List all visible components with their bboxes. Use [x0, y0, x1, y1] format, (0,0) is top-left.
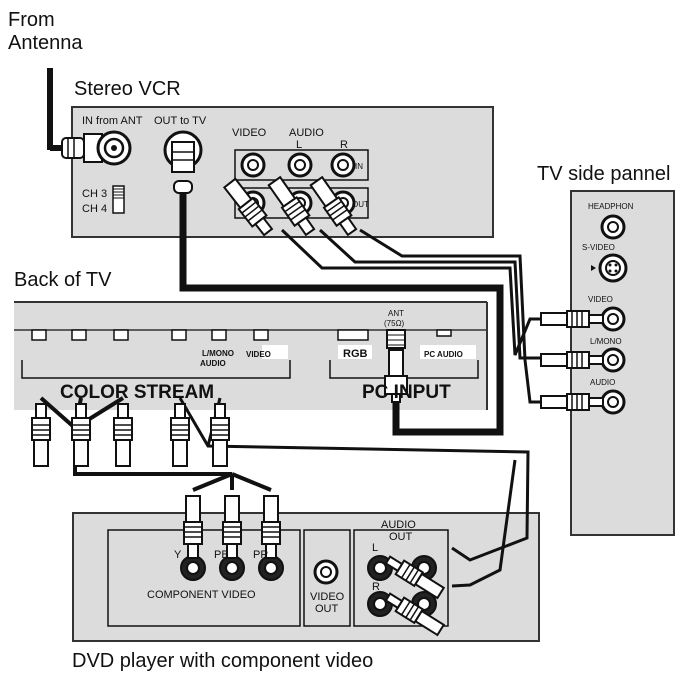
tv-audio-label: AUDIO [200, 359, 226, 368]
tv-rgb-label: RGB [343, 348, 368, 360]
vcr-in-from-ant-label: IN from ANT [82, 115, 143, 127]
tv-component-pb-plug [71, 403, 91, 467]
back-of-tv-title: Back of TV [14, 269, 112, 291]
coax-cable [179, 193, 504, 436]
tv-component-y-plug [31, 403, 51, 467]
tv-ant-label: ANT [388, 309, 404, 318]
antenna-plug [61, 137, 85, 159]
tv-audio-l-plug [170, 403, 190, 467]
from-antenna-label-2: Antenna [8, 32, 83, 54]
vcr-video-in-jack [240, 152, 266, 178]
dvd-audio-label: AUDIO [381, 519, 416, 531]
tv-rgb-port [337, 329, 369, 341]
dvd-y-jack [180, 555, 206, 581]
vcr-r-label: R [340, 139, 348, 151]
dvd-title: DVD player with component video [72, 650, 373, 672]
dvd-y-label: Y [174, 549, 182, 561]
vcr-out-label: OUT [352, 200, 369, 209]
dvd-pr-label: PR [253, 549, 268, 561]
tv-side-title: TV side pannel [537, 163, 670, 185]
dvd-out-label: OUT [315, 603, 339, 615]
tv-ant-jack [384, 329, 408, 403]
dvd-r-label: R [372, 581, 380, 593]
tv-ant-ohm-label: (75Ω) [384, 319, 405, 328]
vcr-ch3-label: CH 3 [82, 188, 107, 200]
vcr-in-from-ant-jack [83, 130, 132, 166]
vcr-out-to-tv-label: OUT to TV [154, 115, 207, 127]
tv-lmono-label: L/MONO [202, 349, 234, 358]
vcr-ch4-label: CH 4 [82, 203, 107, 215]
vcr-channel-switch [112, 185, 125, 214]
vcr-l-label: L [296, 139, 302, 151]
vcr-audio-r-in-jack [330, 152, 356, 178]
tv-video-label: VIDEO [246, 350, 271, 359]
side-headphone-label: HEADPHON [588, 202, 634, 211]
vcr-out-to-tv-jack [163, 130, 203, 194]
side-lmono-jack [600, 347, 626, 373]
side-headphone-jack [600, 214, 626, 240]
tv-pc-input-label: PC INPUT [362, 382, 451, 403]
side-video-jack [600, 306, 626, 332]
vcr-audio-label: AUDIO [289, 127, 324, 139]
side-svideo-label: S-VIDEO [582, 243, 615, 252]
side-svideo-jack [591, 253, 628, 283]
back-of-tv-panel [14, 301, 488, 410]
tv-pc-audio-port [436, 329, 452, 337]
side-audio-label: AUDIO [590, 378, 615, 387]
tv-component-pr-plug [113, 403, 133, 467]
vcr-audio-l-in-jack [287, 152, 313, 178]
vcr-video-label: VIDEO [232, 127, 267, 139]
tv-color-stream-label: COLOR STREAM [60, 382, 214, 403]
dvd-video-out-jack [313, 559, 339, 585]
dvd-video-label: VIDEO [310, 591, 345, 603]
vcr-in-label: IN [355, 162, 363, 171]
tv-pc-audio-label: PC AUDIO [424, 350, 463, 359]
from-antenna-label-1: From [8, 9, 55, 31]
dvd-audio-out-label: OUT [389, 531, 413, 543]
side-video-label: VIDEO [588, 295, 613, 304]
dvd-pb-label: PB [214, 549, 229, 561]
vcr-to-side-audio-video-cables [280, 228, 560, 404]
vcr-title: Stereo VCR [74, 78, 181, 100]
dvd-l-label: L [372, 542, 378, 554]
side-audio-r-jack [600, 389, 626, 415]
dvd-component-video-label: COMPONENT VIDEO [147, 589, 256, 601]
dvd-player-panel [72, 512, 540, 642]
side-lmono-label: L/MONO [590, 337, 622, 346]
tv-audio-r-plug [210, 403, 230, 467]
